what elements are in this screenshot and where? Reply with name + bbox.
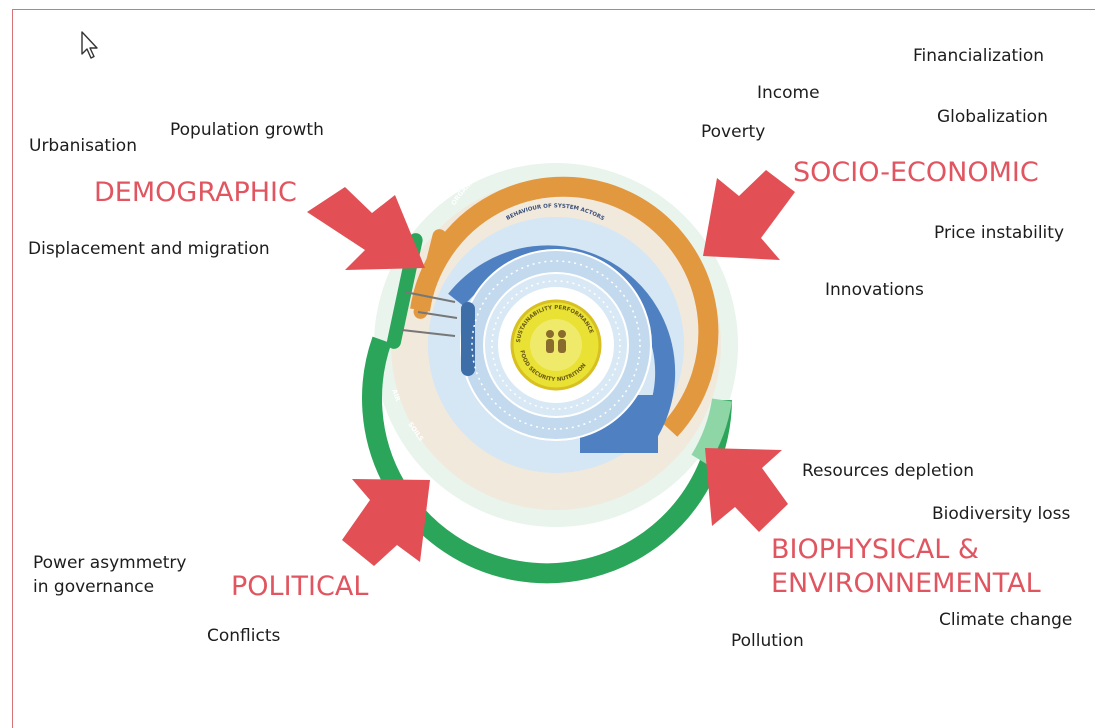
income-label: Income bbox=[757, 83, 820, 103]
water-label: WATER bbox=[562, 529, 588, 540]
displacement-label: Displacement and migration bbox=[28, 239, 270, 259]
biodiversity-loss-label: Biodiversity loss bbox=[932, 504, 1071, 524]
climate-change-label: Climate change bbox=[939, 610, 1073, 630]
yellow-inner bbox=[530, 319, 582, 371]
poverty-label: Poverty bbox=[701, 122, 766, 142]
biophysical-heading-line1: BIOPHYSICAL & bbox=[771, 534, 979, 565]
power-asymmetry-label-line1: Power asymmetry bbox=[33, 553, 187, 573]
political-heading: POLITICAL bbox=[231, 571, 369, 602]
globalization-label: Globalization bbox=[937, 107, 1048, 127]
resources-depletion-label: Resources depletion bbox=[802, 461, 975, 481]
population-growth-label: Population growth bbox=[170, 120, 324, 140]
core-system-pill bbox=[461, 302, 475, 376]
biophysical-arrow bbox=[705, 448, 788, 532]
demographic-arrow bbox=[307, 187, 425, 270]
conflicts-label: Conflicts bbox=[207, 626, 281, 646]
societal-elements-band bbox=[410, 176, 719, 437]
urbanisation-label: Urbanisation bbox=[29, 136, 137, 156]
financialization-label: Financialization bbox=[913, 46, 1045, 66]
slide-frame bbox=[12, 9, 1095, 728]
dotted-path-inner bbox=[491, 280, 621, 410]
innovations-label: Innovations bbox=[825, 280, 924, 300]
natural-elements-band bbox=[362, 336, 732, 584]
green-fade-band bbox=[691, 398, 732, 466]
connector-arrows bbox=[401, 291, 458, 337]
people-icon bbox=[546, 330, 566, 353]
mouse-pointer-icon bbox=[81, 31, 98, 59]
dotted-path-outer bbox=[471, 260, 641, 430]
political-arrow bbox=[342, 479, 430, 566]
socio-economic-heading: SOCIO-ECONOMIC bbox=[793, 157, 1039, 188]
air-label: AIR bbox=[390, 388, 402, 402]
societal-elements-pill bbox=[413, 229, 447, 319]
power-asymmetry-label-line2: in governance bbox=[33, 577, 155, 597]
pollution-label: Pollution bbox=[731, 631, 804, 651]
demographic-heading: DEMOGRAPHIC bbox=[94, 177, 297, 208]
socio-economic-arrow bbox=[703, 170, 795, 260]
price-instability-label: Price instability bbox=[934, 223, 1064, 243]
biophysical-heading-line2: ENVIRONNEMENTAL bbox=[771, 568, 1041, 599]
